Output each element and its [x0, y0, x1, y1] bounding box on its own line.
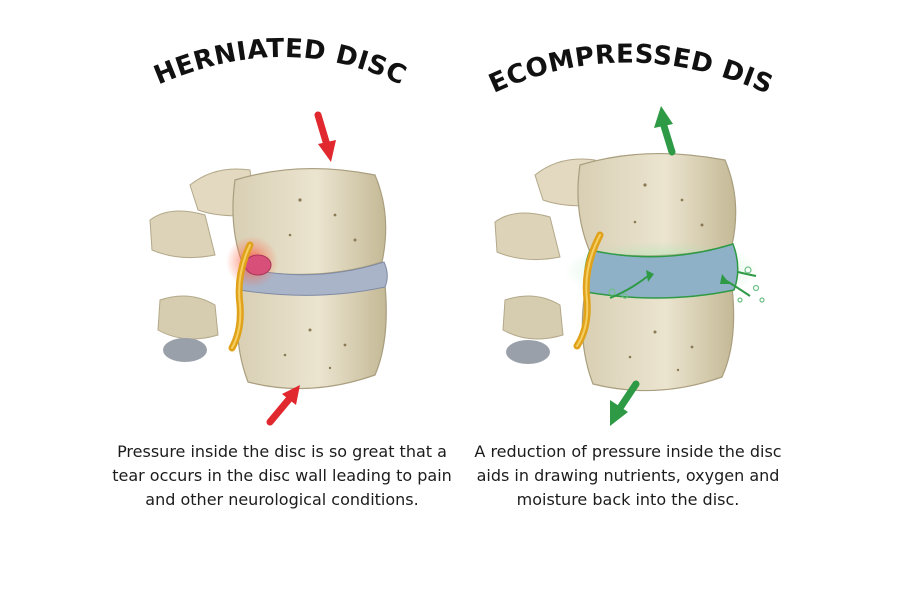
herniated-caption: Pressure inside the disc is so great tha… — [112, 442, 452, 509]
transverse-process-back — [494, 212, 561, 261]
herniated-title-text: HERNIATED DISC — [150, 34, 411, 91]
bone-texture — [628, 183, 704, 372]
spinous-process-lower — [157, 295, 219, 340]
lower-process-shadow — [506, 340, 550, 364]
lower-vertebra — [236, 284, 387, 390]
decompressed-disc-illustration: DECOMPRESSED DISC — [450, 0, 777, 426]
spinous-process-lower — [502, 295, 564, 340]
herniated-disc-illustration: HERNIATED DISC — [149, 34, 411, 426]
decompression-arrow-bottom — [610, 380, 640, 426]
lower-process-shadow — [163, 338, 207, 362]
spinal-nerve-highlight — [231, 244, 251, 349]
intervertebral-disc — [239, 261, 388, 296]
decompression-arrow-top — [654, 106, 676, 156]
nutrient-arrowheads — [646, 270, 730, 284]
lower-vertebra — [581, 286, 735, 392]
decompressed-title-text: DECOMPRESSED DISC — [450, 0, 777, 101]
nutrient-bubbles — [608, 266, 765, 303]
decompressed-caption: A reduction of pressure inside the disc … — [474, 442, 782, 509]
bone-texture — [283, 198, 357, 370]
compression-arrow-top — [314, 111, 336, 162]
transverse-process-back — [149, 210, 216, 259]
spinal-nerve-highlight — [576, 234, 601, 347]
decompressed-disc-panel: DECOMPRESSED DISC — [450, 0, 900, 600]
herniated-bulge — [244, 254, 272, 276]
herniated-title: HERNIATED DISC — [150, 34, 411, 91]
herniated-disc-panel: HERNIATED DISC — [112, 34, 452, 509]
decompressed-title: DECOMPRESSED DISC — [450, 0, 777, 101]
upper-vertebra — [577, 153, 737, 257]
compression-arrow-bottom — [266, 385, 300, 426]
